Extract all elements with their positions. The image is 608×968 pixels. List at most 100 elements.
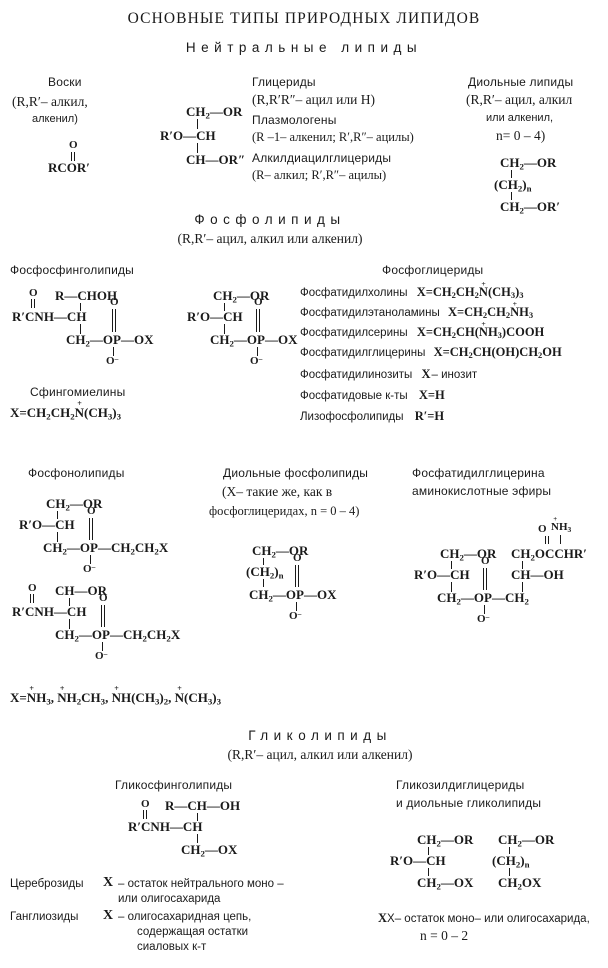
cerebrosides-name: Цереброзиды [10, 878, 84, 890]
gdg-structure-line3: CH2—OX [417, 875, 474, 892]
pg-amino-oxide: O– [477, 612, 490, 626]
group-title-pg-amino-esters-line2: аминокислотные эфиры [412, 484, 552, 498]
group-title-plasmalogens: Плазмологены [252, 113, 337, 127]
list-item: Фосфатидилэтаноламины X=CH2CH2NH3 [300, 305, 533, 320]
pspl-phosphoryl-o: O [110, 296, 119, 308]
bond-line [197, 813, 199, 821]
glyceride-structure-line2: R′O—CH [160, 128, 216, 143]
cerebrosides-definition-line1: – остаток нейтрального моно – [118, 878, 284, 890]
bond-line [146, 810, 148, 819]
bond-line [104, 605, 106, 627]
pg-amino-nh3: NH3 [551, 521, 571, 534]
gangliosides-definition-line1: – олигосахаридная цепь, [118, 911, 252, 923]
phosphoglyceride-name: Фосфатидилглицерины [300, 347, 426, 359]
phosphoglyceride-name: Фосфатидилсерины [300, 327, 408, 339]
pspl-structure-line2: R′CNH—CH [12, 309, 87, 324]
bond-line [296, 602, 298, 611]
diol-glycolipid-line1: CH2—OR [498, 832, 555, 849]
bond-line [428, 868, 430, 876]
bond-line [256, 309, 258, 332]
bond-line [69, 619, 71, 629]
phosphonolipid-a-line1: CH2—OR [46, 496, 103, 513]
diol-structure-line2: (CH2)n [494, 177, 532, 194]
phosphoglyceride-name: Лизофосфолипиды [300, 411, 404, 423]
bond-line [89, 518, 91, 540]
bond-line [197, 119, 199, 129]
bond-line [102, 642, 104, 651]
pg-amino-phosphoryl-o: O [481, 555, 490, 567]
phosphonolipid-b-phosphoryl-o: O [99, 592, 108, 604]
group-title-phosphonolipids: Фосфонолипиды [28, 466, 125, 480]
gangliosides-definition-line3: сиаловых к-т [137, 941, 207, 953]
gsl-structure-line1: R—CH—OH [165, 798, 241, 813]
bond-line [509, 847, 511, 854]
bond-line [259, 309, 261, 332]
pg-amino-left-line2: R′O—CH [414, 567, 470, 582]
glycosyl-x-definition: XX– остаток моно– или олигосахарида, [378, 911, 590, 925]
bond-line [197, 143, 199, 153]
bond-line [143, 810, 145, 819]
bond-line [197, 834, 199, 843]
group-title-glycosyldiglycerides-line2: и диольные гликолипиды [396, 796, 542, 810]
gangliosides-name: Ганглиозиды [10, 911, 79, 923]
bond-line [428, 847, 430, 855]
phosphoglyceride-name: Фосфатидовые к-ты [300, 390, 408, 402]
group-title-glycerides: Глицериды [252, 75, 316, 89]
bond-line [545, 536, 547, 544]
bond-line [511, 192, 513, 200]
bond-line [92, 518, 94, 540]
group-title-diol-phospholipids: Диольные фосфолипиды [223, 466, 369, 480]
bond-line [486, 568, 488, 590]
alkyldiacylglycerides-definition: (R– алкил; R′,R″– ацилы) [252, 168, 387, 182]
phosphoglyceride-name: Фосфатидилэтаноламины [300, 307, 440, 319]
pg-amino-right-line1: CH2OCCHR′ [511, 546, 587, 563]
bond-line [484, 605, 486, 614]
gdg-structure-line2: R′O—CH [390, 853, 446, 868]
group-title-glycosphingolipids: Гликосфинголипиды [115, 778, 233, 792]
bond-line [80, 303, 82, 311]
group-title-phosphoglycerides: Фосфоглицериды [382, 263, 484, 277]
bond-line [101, 605, 103, 627]
glycosyl-x-definition-text: X– остаток моно– или олигосахарида, [387, 913, 590, 925]
bond-line [560, 535, 562, 544]
bond-line [511, 170, 513, 178]
group-title-alkyldiacylglycerides: Алкилдиацилглицериды [252, 151, 392, 165]
list-item: Фосфатидилглицерины X=CH2CH(OH)CH2OH [300, 345, 562, 361]
waxes-definition-line2: алкенил) [32, 113, 78, 125]
bond-line [522, 561, 524, 569]
phosphonolipid-b-line3: CH2—OP—CH2CH2X [55, 627, 181, 644]
pg-amino-left-line1: CH2—OR [440, 546, 497, 563]
bond-line [71, 152, 73, 161]
diol-structure-line1: CH2—OR [500, 155, 557, 172]
diol-phospholipid-line2: (CH2)n [246, 564, 284, 581]
section-heading-phospholipids: Фосфолипиды [194, 212, 346, 227]
phosphonolipid-a-oxide: O– [83, 562, 96, 576]
gangliosides-definition-line2: содержащая остатки [137, 926, 249, 938]
list-item: Фосфатидилсерины X=CH2CH(NH3)COOH [300, 325, 544, 340]
sphingomyelins-formula: X=CH2CH2N(CH3)3 [10, 405, 121, 421]
phosphonolipid-b-line2: R′CNH—CH [12, 604, 87, 619]
bond-line [74, 152, 76, 161]
page-title: ОСНОВНЫЕ ТИПЫ ПРИРОДНЫХ ЛИПИДОВ [127, 10, 481, 27]
diol-phospholipids-definition-line1: (X– такие же, как в [222, 484, 333, 499]
diol-structure-line3: CH2—OR′ [500, 199, 561, 216]
list-item: Лизофосфолипиды R′=H [300, 409, 445, 423]
waxes-definition-line1: (R,R′– алкил, [12, 94, 88, 109]
bond-line [548, 536, 550, 544]
diol-definition-line2: или алкенил, [486, 112, 554, 124]
diol-phospholipid-phosphoryl-o: O [293, 552, 302, 564]
phosphonolipid-b-line1: CH—OR [55, 583, 107, 598]
section-heading-neutral-lipids: Нейтральные липиды [185, 40, 423, 55]
bond-line [80, 324, 82, 334]
pspl-structure-line1: R—CHOH [55, 288, 118, 303]
group-title-waxes: Воски [48, 75, 82, 89]
cerebrosides-definition-line2: или олигосахарида [118, 893, 221, 905]
bond-line [33, 594, 35, 603]
bond-line [298, 565, 300, 587]
bond-line [224, 324, 226, 334]
bond-line [115, 309, 117, 332]
group-title-pg-amino-esters-line1: Фосфатидилглицерина [412, 466, 545, 480]
glyceride-structure-line3: CH—OR″ [186, 152, 246, 167]
list-item: Фосфатидилхолины X=CH2CH2N(CH3)3 [300, 285, 524, 300]
